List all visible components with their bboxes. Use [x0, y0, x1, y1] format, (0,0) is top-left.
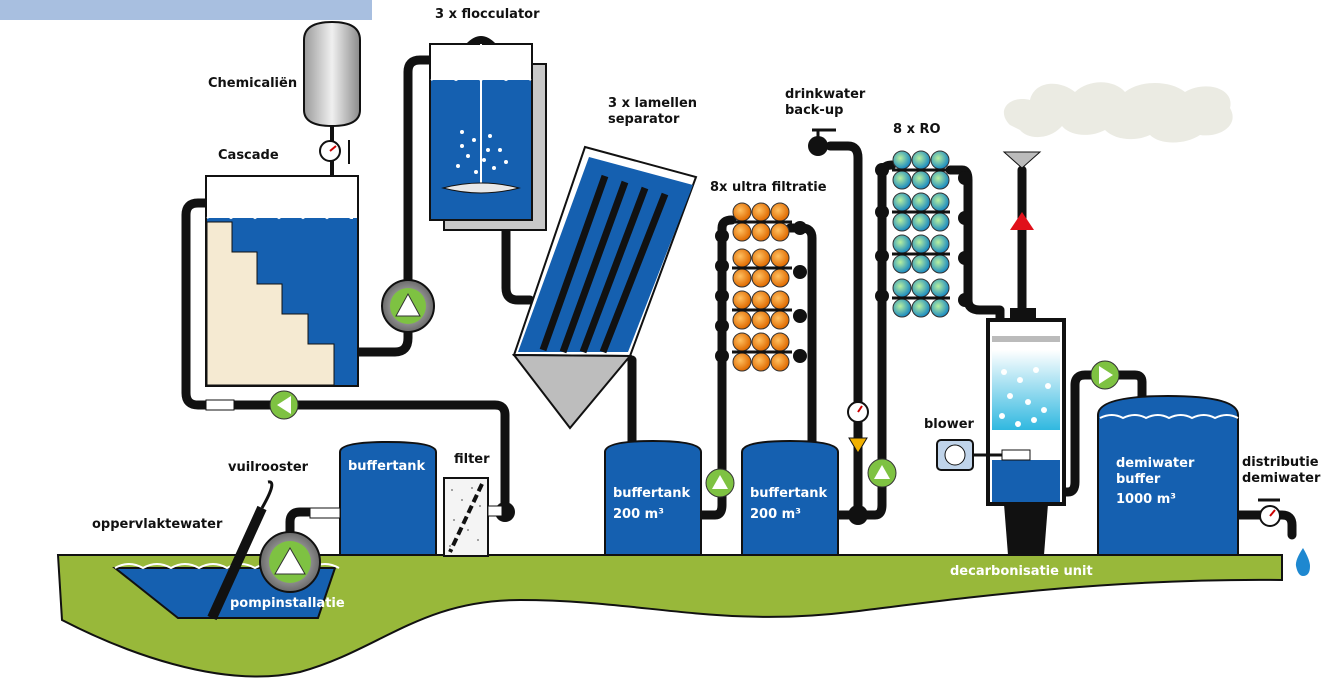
flow-arrow-icons: [269, 360, 1120, 498]
pump-installation-icon: [259, 531, 321, 593]
label-decarbonisatie: decarbonisatie unit: [950, 564, 1093, 579]
label-drinkwater-2: back-up: [785, 103, 843, 118]
label-cascade: Cascade: [218, 148, 279, 163]
decarb-support: [1004, 504, 1048, 555]
trash-rack: [207, 505, 267, 621]
red-arrow-icon: [1010, 212, 1034, 230]
buffer-tank: [339, 440, 437, 556]
ro-modules: [892, 150, 950, 318]
label-demi-3: 1000 m³: [1116, 492, 1176, 507]
label-filter: filter: [454, 452, 490, 467]
label-lamellen-2: separator: [608, 112, 680, 127]
label-buffertank-a-2: 200 m³: [613, 507, 664, 522]
ground: [56, 554, 1283, 678]
label-buffertank-a-1: buffertank: [613, 486, 691, 501]
label-pompinstallatie: pompinstallatie: [230, 596, 345, 611]
air-bubbles: [999, 367, 1051, 427]
mixer-blade: [441, 182, 521, 194]
label-buffertank-b-1: buffertank: [750, 486, 828, 501]
label-distributie-2: demiwater: [1242, 471, 1321, 486]
label-drinkwater-1: drinkwater: [785, 87, 866, 102]
water-drop-icon: [1295, 548, 1310, 576]
label-vuilrooster: vuilrooster: [228, 460, 309, 475]
label-buffertank: buffertank: [348, 459, 426, 474]
label-lamellen-1: 3 x lamellen: [608, 96, 697, 111]
label-demi-1: demiwater: [1116, 456, 1195, 471]
demiwater-buffer-tank: [1097, 394, 1239, 556]
header-bar: [0, 0, 372, 20]
valve-icon: [848, 437, 868, 454]
label-oppervlaktewater: oppervlaktewater: [92, 517, 223, 532]
smoke-cloud: [1003, 82, 1233, 143]
ultrafiltration-modules: [732, 202, 790, 372]
pump-icon: [381, 279, 435, 333]
label-blower: blower: [924, 417, 975, 432]
buffer-tank-200-a: [604, 439, 702, 556]
label-chemicals: Chemicaliën: [208, 76, 297, 91]
sludge-hopper: [511, 353, 633, 430]
buffer-tank-200-b: [741, 439, 839, 556]
exhaust-funnel: [1002, 151, 1042, 169]
label-demi-2: buffer: [1116, 472, 1161, 487]
label-ultrafiltratie: 8x ultra filtratie: [710, 180, 827, 195]
label-flocculator: 3 x flocculator: [435, 7, 540, 22]
cascade-steps: [206, 221, 335, 386]
label-distributie-1: distributie: [1242, 455, 1319, 470]
pipe-joints: [495, 136, 972, 525]
label-buffertank-b-2: 200 m³: [750, 507, 801, 522]
floc-particles: [456, 130, 508, 174]
chemicals-vessel: [303, 20, 361, 128]
label-ro: 8 x RO: [893, 122, 941, 137]
lamella-plates: [539, 174, 669, 354]
